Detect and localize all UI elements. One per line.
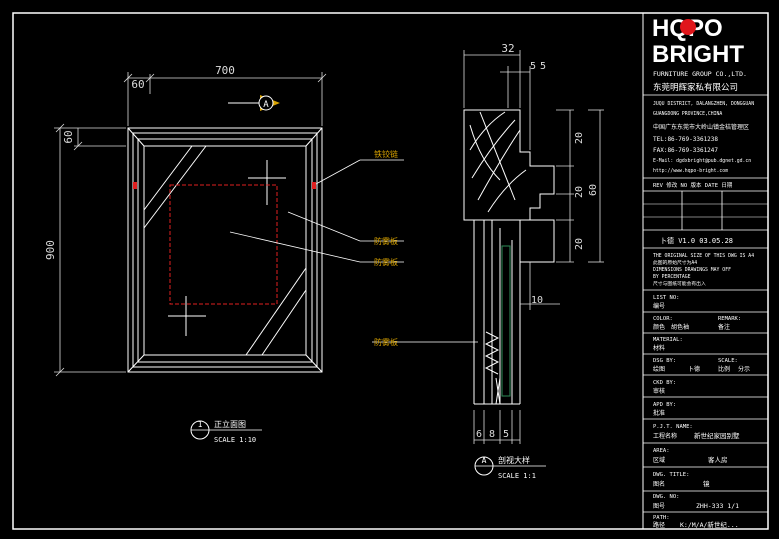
svg-text:SCALE:: SCALE: — [718, 358, 738, 364]
svg-text:卜德: 卜德 — [688, 365, 700, 373]
svg-text:胡色袖: 胡色袖 — [671, 323, 689, 331]
svg-text:P.J.T. NAME:: P.J.T. NAME: — [653, 424, 693, 430]
dim-32: 32 — [501, 42, 514, 55]
dim-6: 6 — [476, 429, 482, 440]
section-dimensions — [463, 50, 604, 444]
svg-text:SCALE 1:10: SCALE 1:10 — [214, 436, 256, 444]
svg-text:镜: 镜 — [703, 479, 710, 488]
hidden-panel-outline — [169, 184, 278, 305]
logo-red-dot — [680, 19, 696, 35]
hinge-mark-right — [312, 182, 316, 189]
callout-glass-3: 防雾板 — [374, 337, 398, 347]
svg-text:K:/M/A/新世纪...: K:/M/A/新世纪... — [680, 520, 739, 529]
svg-text:工程名称: 工程名称 — [653, 432, 677, 440]
section-marker: A — [228, 95, 280, 111]
svg-text:正立面图: 正立面图 — [214, 419, 246, 429]
svg-text:FURNITURE GROUP CO.,LTD.: FURNITURE GROUP CO.,LTD. — [653, 70, 747, 78]
svg-text:FAX:86-769-3361247: FAX:86-769-3361247 — [653, 147, 718, 154]
svg-text:REMARK:: REMARK: — [718, 316, 741, 322]
dim-10: 10 — [531, 295, 543, 306]
svg-text:GUANGDONG PROVINCE,CHINA: GUANGDONG PROVINCE,CHINA — [653, 111, 722, 117]
svg-text:DWG. TITLE:: DWG. TITLE: — [653, 472, 689, 478]
svg-text:AREA:: AREA: — [653, 448, 670, 454]
svg-text:1: 1 — [198, 420, 203, 429]
svg-text:DWG. NO:: DWG. NO: — [653, 494, 680, 500]
svg-text:E-Mail: dgdxbright@pub.dgnet.g: E-Mail: dgdxbright@pub.dgnet.gd.cn — [653, 158, 751, 164]
hinge-mark-left — [133, 182, 137, 189]
callout-hinge: 铁铰链 — [374, 149, 398, 159]
svg-text:LIST NO:: LIST NO: — [653, 295, 680, 301]
svg-text:尺寸与图纸可能会有出入: 尺寸与图纸可能会有出入 — [653, 280, 706, 287]
svg-text:TEL:86-769-3361238: TEL:86-769-3361238 — [653, 136, 718, 143]
svg-text:卜德 V1.0 03.05.28: 卜德 V1.0 03.05.28 — [660, 236, 733, 245]
svg-text:JUQU DISTRICT, DALANGZHEN, DON: JUQU DISTRICT, DALANGZHEN, DONGGUAN — [653, 101, 754, 107]
svg-text:ZHH-333 1/1: ZHH-333 1/1 — [696, 502, 739, 510]
dim-60-top: 60 — [131, 78, 144, 91]
dim-60: 60 — [588, 184, 599, 196]
dim-5b: 5 — [540, 61, 546, 72]
front-view-title: 1 正立面图 SCALE 1:10 — [190, 419, 262, 444]
callout-leaders — [229, 159, 478, 343]
svg-text:剖视大样: 剖视大样 — [498, 455, 530, 465]
svg-text:绘图: 绘图 — [653, 365, 665, 373]
svg-text:DIMENSIONS DRAWINGS MAY OFF: DIMENSIONS DRAWINGS MAY OFF — [653, 267, 731, 273]
svg-text:CKD BY:: CKD BY: — [653, 380, 676, 386]
dim-20a: 20 — [574, 132, 585, 144]
svg-text:颜色: 颜色 — [653, 323, 665, 331]
svg-text:区域: 区域 — [653, 456, 665, 464]
svg-text:新世纪家园别墅: 新世纪家园别墅 — [694, 431, 740, 440]
svg-text:REV 修改 NO 版本 DATE 日期: REV 修改 NO 版本 DATE 日期 — [653, 181, 733, 189]
svg-text:COLOR:: COLOR: — [653, 316, 673, 322]
logo-line2: BRIGHT — [652, 41, 744, 68]
svg-text:编号: 编号 — [653, 302, 665, 310]
svg-text:分示: 分示 — [738, 365, 750, 373]
svg-text:中国广东东莞市大岭山镇金桔管理区: 中国广东东莞市大岭山镇金桔管理区 — [653, 123, 749, 131]
title-block: HQPO BRIGHT FURNITURE GROUP CO.,LTD. 东莞明… — [643, 15, 768, 529]
dim-60-left: 60 — [62, 130, 75, 143]
svg-text:PATH:: PATH: — [653, 515, 670, 521]
svg-text:APD BY:: APD BY: — [653, 402, 676, 408]
dim-20c: 20 — [574, 238, 585, 250]
sheet-border — [12, 12, 769, 530]
svg-text:此图的原始尺寸为A4: 此图的原始尺寸为A4 — [653, 259, 697, 266]
dim-8: 8 — [489, 429, 495, 440]
dim-700: 700 — [215, 64, 235, 77]
svg-text:备注: 备注 — [718, 323, 730, 331]
svg-text:MATERIAL:: MATERIAL: — [653, 337, 683, 343]
svg-text:路径: 路径 — [653, 521, 665, 529]
section-view-title: A 剖视大样 SCALE 1:1 — [474, 455, 546, 480]
dim-900: 900 — [44, 240, 57, 260]
svg-text:批准: 批准 — [653, 409, 665, 417]
svg-text:审核: 审核 — [653, 387, 665, 395]
svg-text:东莞明辉家私有限公司: 东莞明辉家私有限公司 — [653, 82, 738, 93]
svg-text:DSG BY:: DSG BY: — [653, 358, 676, 364]
svg-text:A: A — [482, 456, 487, 465]
front-view — [127, 127, 323, 373]
callout-glass-2: 防雾板 — [374, 257, 398, 267]
front-dimensions — [54, 72, 327, 377]
svg-text:比例: 比例 — [718, 365, 730, 373]
svg-text:http://www.hqpo-bright.com: http://www.hqpo-bright.com — [653, 168, 728, 174]
svg-text:BY PERCENTAGE: BY PERCENTAGE — [653, 274, 691, 280]
dim-5a: 5 — [530, 61, 536, 72]
dim-5c: 5 — [503, 429, 509, 440]
callout-glass-1: 防雾板 — [374, 236, 398, 246]
svg-text:客人房: 客人房 — [708, 455, 728, 464]
svg-text:A: A — [263, 100, 269, 110]
svg-text:THE ORIGINAL SIZE OF THIS DWG: THE ORIGINAL SIZE OF THIS DWG IS A4 — [653, 253, 754, 259]
svg-text:SCALE 1:1: SCALE 1:1 — [498, 472, 536, 480]
dim-20b: 20 — [574, 186, 585, 198]
svg-text:图号: 图号 — [653, 503, 665, 510]
section-view — [463, 109, 555, 405]
svg-text:图名: 图名 — [653, 480, 665, 488]
svg-text:材料: 材料 — [653, 344, 665, 352]
section-glass — [501, 245, 511, 397]
